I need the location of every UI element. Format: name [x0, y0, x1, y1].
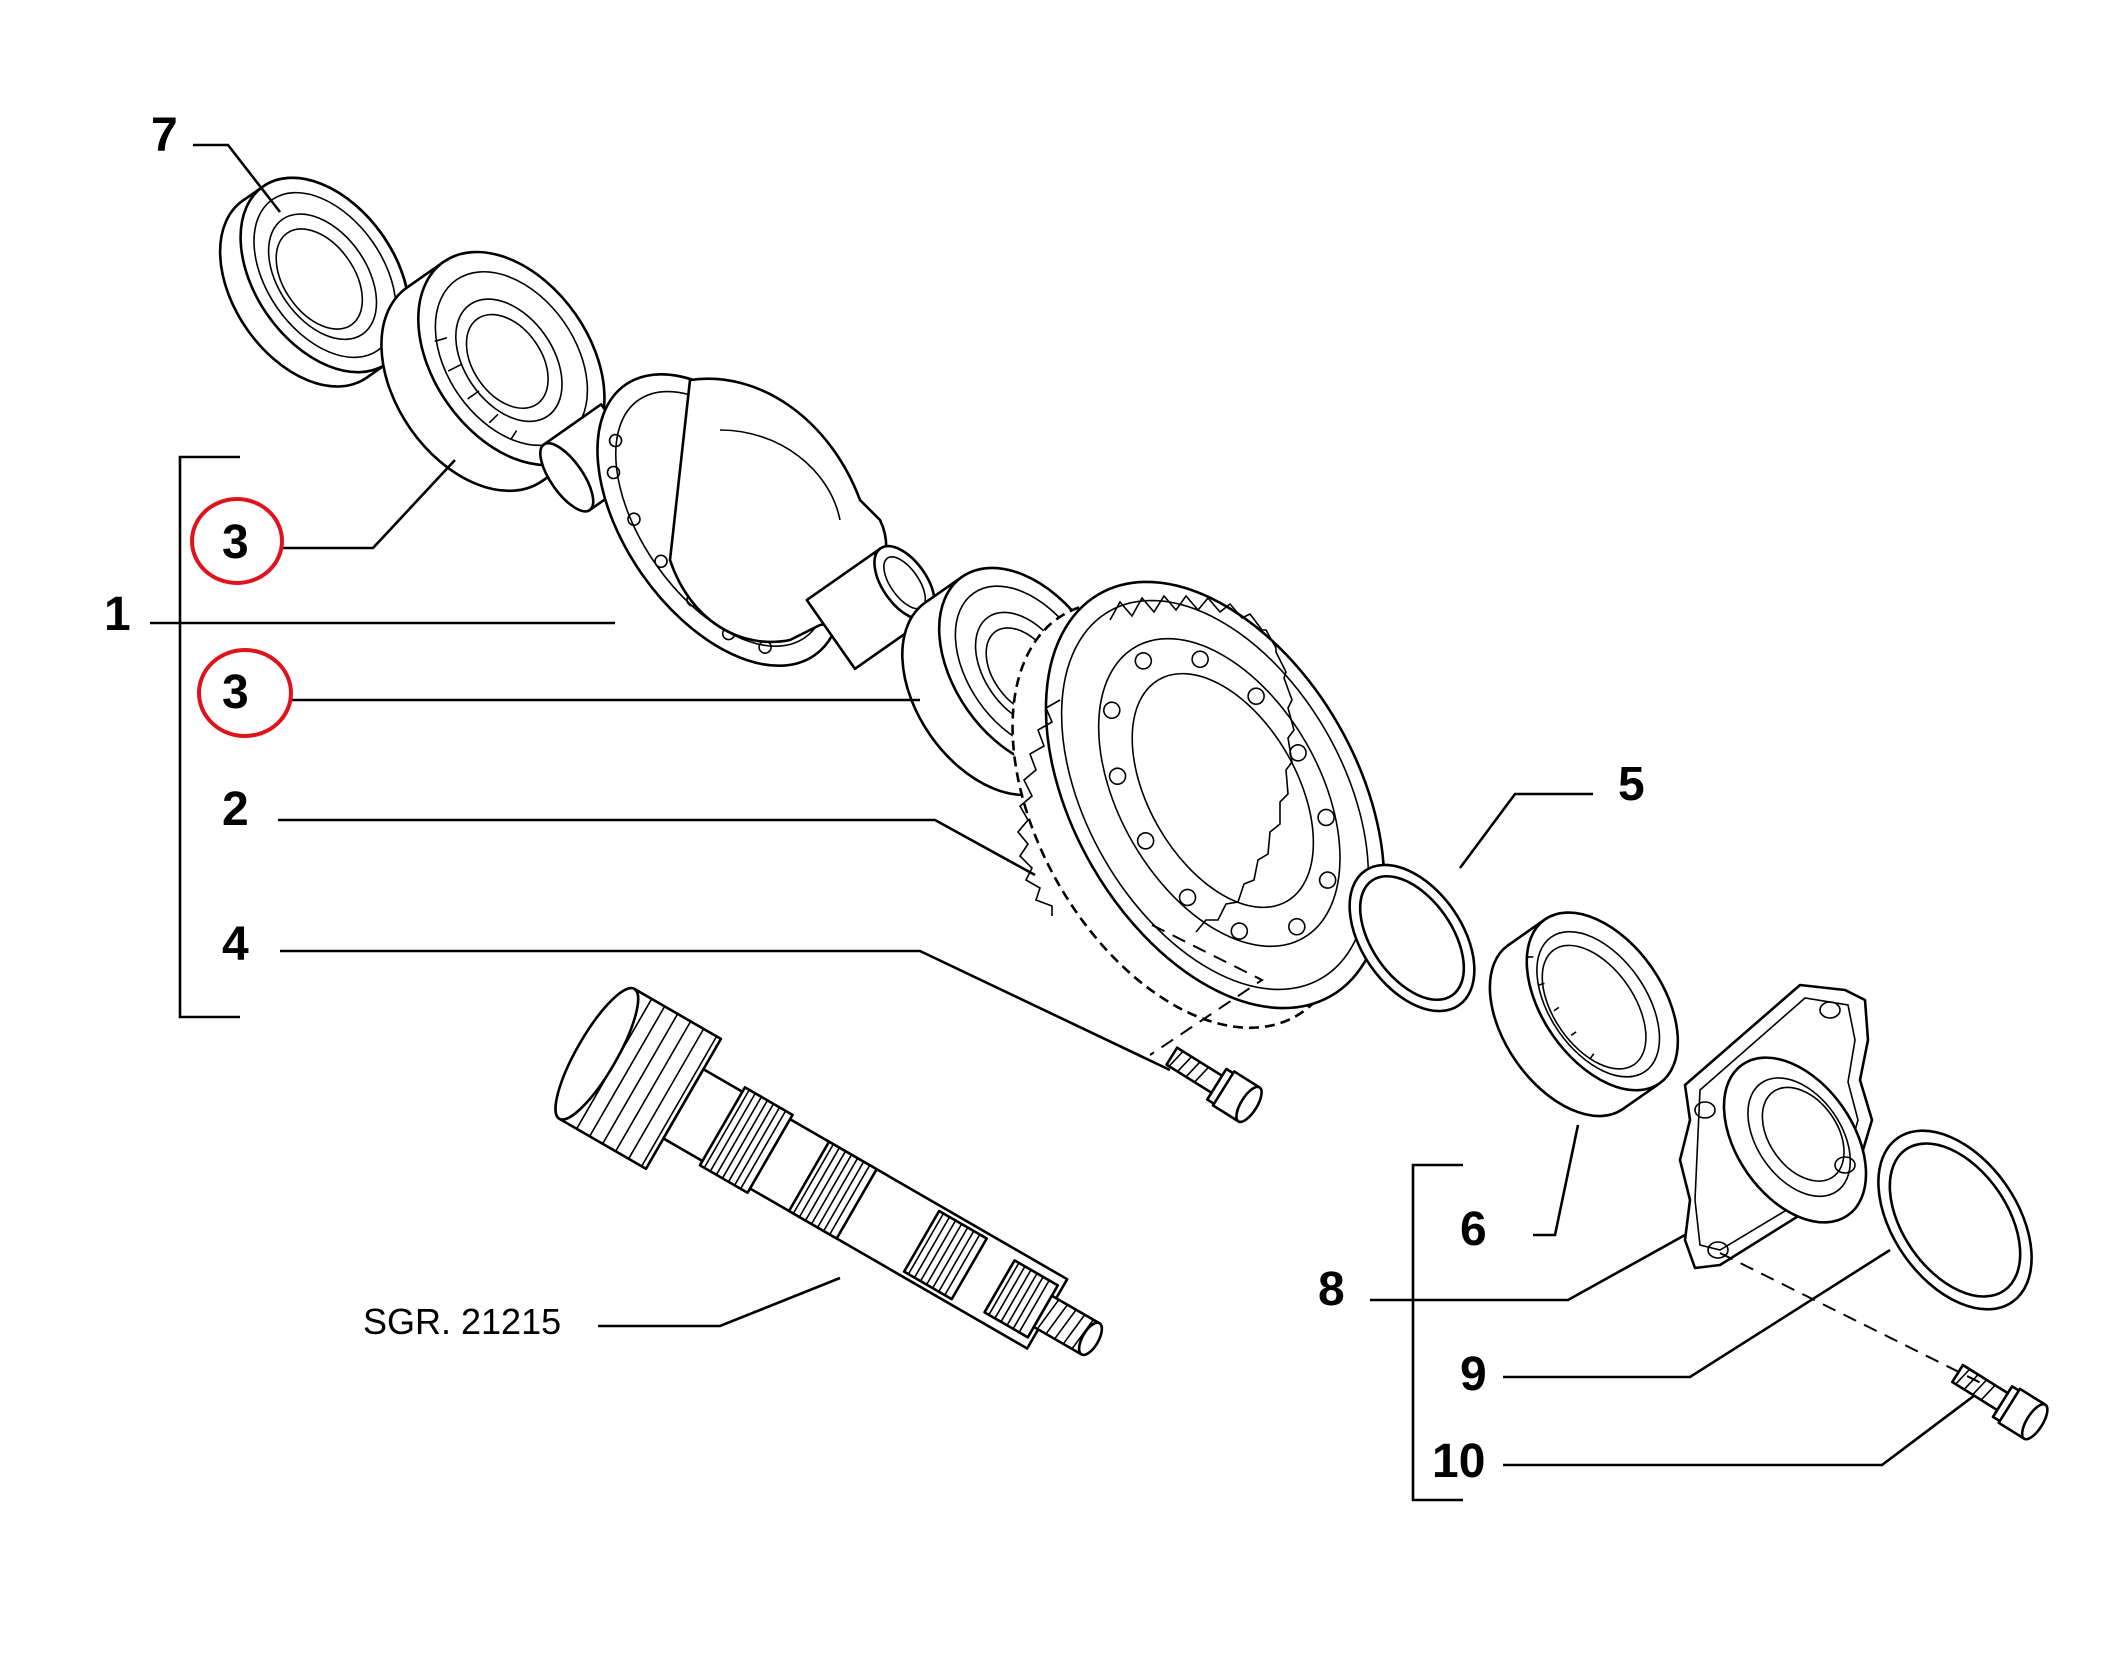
leader-sgr — [598, 1276, 841, 1328]
callout-7: 7 — [151, 109, 178, 162]
callout-1: 1 — [104, 588, 131, 641]
seal-part-6[interactable] — [1459, 885, 1709, 1143]
leader-10 — [1503, 1393, 1976, 1467]
shim-ring-part-5[interactable] — [1324, 842, 1500, 1034]
assembly-line-bolt-4 — [1149, 924, 1264, 1056]
callout-5: 5 — [1618, 758, 1645, 811]
reference-label: SGR. 21215 — [363, 1301, 561, 1342]
callout-9: 9 — [1460, 1348, 1487, 1401]
highlight-circle-3-upper — [190, 497, 284, 585]
leader-4 — [280, 949, 1171, 1072]
callout-6: 6 — [1460, 1203, 1487, 1256]
cover-plate-part-8[interactable] — [1678, 983, 1895, 1270]
bolt-part-10[interactable] — [1947, 1357, 2052, 1443]
callout-8: 8 — [1318, 1263, 1345, 1316]
leader-7 — [193, 143, 282, 213]
leader-5 — [1458, 792, 1593, 869]
pinion-shaft[interactable] — [542, 979, 1135, 1408]
leader-2 — [278, 818, 1036, 877]
callout-3-upper: 3 — [222, 516, 249, 569]
bearing-part-3-upper[interactable] — [343, 217, 643, 526]
leader-8 — [1370, 1233, 1686, 1302]
callout-10: 10 — [1432, 1435, 1485, 1488]
callout-3-lower: 3 — [222, 666, 249, 719]
oil-seal-part-7[interactable] — [185, 146, 444, 418]
leader-9 — [1503, 1248, 1891, 1379]
callout-2: 2 — [222, 783, 249, 836]
ring-gear-part-2[interactable] — [943, 523, 1454, 1086]
leader-3-upper — [283, 459, 456, 550]
assembly-line-bolt-10 — [1719, 1252, 1986, 1386]
leader-6 — [1533, 1124, 1580, 1237]
bolt-part-4[interactable] — [1161, 1039, 1266, 1125]
callout-4: 4 — [222, 918, 249, 971]
bracket-group-1 — [178, 455, 240, 1019]
o-ring-part-9[interactable] — [1847, 1103, 2063, 1338]
differential-housing-part-1[interactable] — [531, 330, 947, 709]
highlight-circle-3-lower — [197, 648, 293, 738]
bracket-group-8 — [1411, 1163, 1463, 1502]
